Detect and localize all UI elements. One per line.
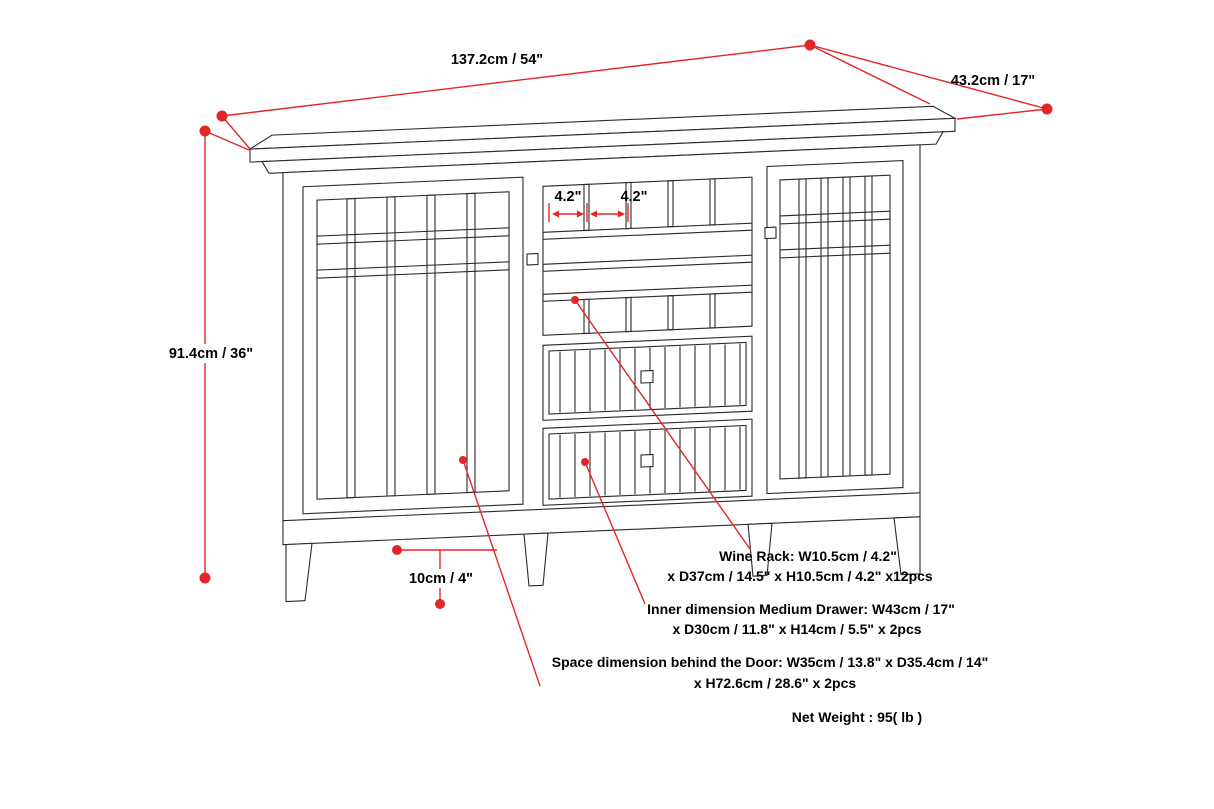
leg bbox=[285, 542, 313, 603]
leader-dot bbox=[571, 296, 579, 304]
leg bbox=[893, 516, 921, 576]
depth-dim-line bbox=[809, 44, 1048, 110]
right-door-slat bbox=[842, 176, 851, 477]
leg bbox=[523, 532, 549, 587]
door-leader-line bbox=[462, 459, 541, 687]
wine-rack-note-line1: Wine Rack: W10.5cm / 4.2" bbox=[719, 548, 897, 564]
right-door-frame bbox=[766, 160, 904, 495]
drawer-panel bbox=[548, 424, 747, 500]
height-dimension-label: 91.4cm / 36" bbox=[169, 346, 253, 362]
dim-dot bbox=[199, 572, 211, 584]
wine-divider bbox=[583, 183, 590, 232]
shelf bbox=[542, 284, 753, 302]
width-dim-extension bbox=[809, 44, 931, 105]
depth-dimension-label: 43.2cm / 17" bbox=[951, 73, 1035, 89]
bottom-rail-line bbox=[283, 492, 920, 522]
legs bbox=[285, 516, 921, 603]
net-weight-label: Net Weight : 95( lb ) bbox=[792, 709, 922, 725]
wine-cell-dimension bbox=[548, 203, 629, 222]
arrowhead bbox=[618, 210, 625, 218]
door-note-line1: Space dimension behind the Door: W35cm /… bbox=[552, 654, 989, 670]
left-door-knob bbox=[526, 252, 539, 266]
cell-dim-ticks bbox=[548, 203, 629, 222]
left-door-glass bbox=[316, 191, 510, 500]
wine-rack-leader-line bbox=[574, 299, 751, 550]
wine-divider bbox=[667, 180, 674, 228]
wine-divider bbox=[709, 178, 716, 226]
leg-height-label: 10cm / 4" bbox=[409, 571, 473, 587]
dim-dot bbox=[435, 599, 445, 609]
drawer-front bbox=[542, 418, 753, 506]
arrowhead bbox=[577, 210, 584, 218]
depth-dimension bbox=[809, 44, 1053, 120]
wine-rack-opening bbox=[542, 176, 753, 336]
leader-dot bbox=[581, 458, 589, 466]
wine-divider bbox=[583, 298, 590, 335]
depth-dim-extension bbox=[956, 108, 1048, 120]
dim-dot bbox=[216, 110, 228, 122]
drawer-front bbox=[542, 335, 753, 421]
dim-dot bbox=[199, 125, 211, 137]
wine-rack bbox=[542, 176, 753, 336]
arrowhead bbox=[552, 210, 559, 218]
crown-molding bbox=[261, 131, 944, 174]
height-dim-extension bbox=[204, 130, 250, 151]
right-door-knob bbox=[764, 226, 777, 240]
drawer-leader-line bbox=[584, 461, 646, 605]
right-door-slat bbox=[820, 177, 829, 478]
left-door-slat bbox=[346, 197, 356, 499]
right-door-rail-1 bbox=[779, 210, 891, 225]
right-door-slat bbox=[864, 175, 873, 476]
label-backing bbox=[160, 344, 260, 363]
left-door-slat bbox=[386, 196, 396, 497]
dim-dot bbox=[392, 545, 402, 555]
arrowhead bbox=[590, 210, 597, 218]
left-door-frame bbox=[302, 176, 524, 515]
door-note-line2: x H72.6cm / 28.6" x 2pcs bbox=[694, 675, 857, 691]
wine-rack-note-line2: x D37cm / 14.5" x H10.5cm / 4.2" x12pcs bbox=[667, 568, 933, 584]
cabinet-body bbox=[282, 144, 921, 546]
drawer-bead-lines bbox=[559, 426, 741, 498]
labels: 137.2cm / 54" 43.2cm / 17" 91.4cm / 36" … bbox=[160, 52, 1035, 725]
leader-dot bbox=[459, 456, 467, 464]
width-dim-extension bbox=[221, 115, 251, 150]
width-dimension-label: 137.2cm / 54" bbox=[451, 52, 543, 68]
left-door-rail-2 bbox=[316, 261, 510, 279]
left-door-rail-1 bbox=[316, 227, 510, 245]
drawer-panel bbox=[548, 341, 747, 415]
wine-divider bbox=[667, 295, 674, 331]
cabinet-drawing bbox=[247, 105, 958, 603]
wine-divider bbox=[709, 293, 716, 329]
shelf bbox=[542, 222, 753, 240]
drawer-bead-lines bbox=[559, 343, 741, 413]
wine-cell-right-label: 4.2" bbox=[620, 189, 647, 205]
dimension-overlay bbox=[199, 39, 1053, 687]
left-door bbox=[302, 176, 539, 515]
drawer-knob bbox=[640, 453, 654, 468]
height-dimension bbox=[199, 125, 250, 584]
right-door-glass bbox=[779, 174, 891, 480]
leader-lines bbox=[459, 296, 751, 687]
right-door bbox=[764, 160, 904, 495]
left-door-slat bbox=[426, 194, 436, 495]
wine-cell-left-label: 4.2" bbox=[554, 189, 581, 205]
wine-divider bbox=[625, 181, 632, 230]
width-dim-line bbox=[221, 44, 811, 117]
wine-divider bbox=[625, 296, 632, 333]
shelf bbox=[542, 254, 753, 272]
right-door-rail-2 bbox=[779, 244, 891, 259]
drawer-note-line2: x D30cm / 11.8" x H14cm / 5.5" x 2pcs bbox=[672, 621, 921, 637]
drawer-knob bbox=[640, 369, 654, 384]
leg-dimension bbox=[392, 545, 497, 609]
right-door-slat bbox=[798, 178, 807, 479]
leg bbox=[747, 522, 773, 577]
cabinet-top bbox=[247, 105, 958, 174]
drawer-2 bbox=[542, 418, 753, 506]
label-backing bbox=[403, 569, 479, 588]
left-door-slat bbox=[466, 192, 476, 494]
drawer-1 bbox=[542, 335, 753, 421]
drawer-note-line1: Inner dimension Medium Drawer: W43cm / 1… bbox=[647, 601, 955, 617]
dim-dot bbox=[1041, 103, 1053, 115]
